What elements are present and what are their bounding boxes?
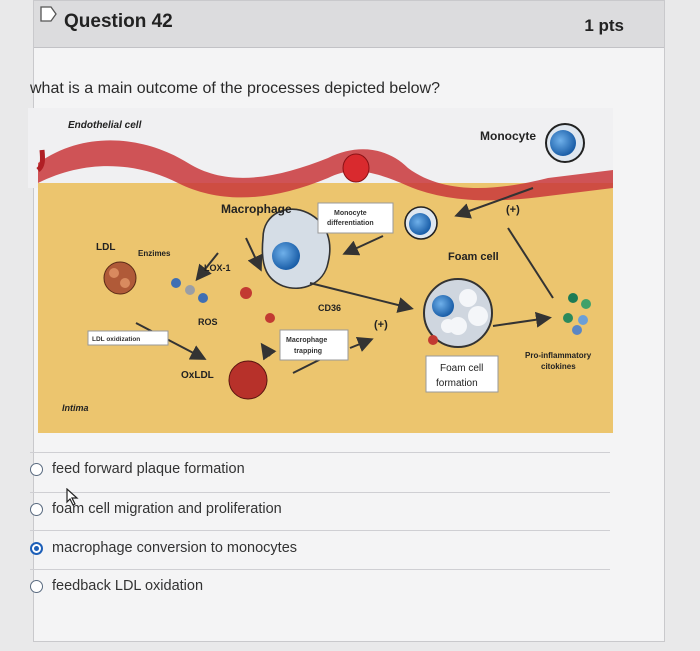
endothelial-layer (38, 140, 613, 201)
monocyte-differentiation-box (317, 202, 394, 234)
divider (30, 452, 610, 453)
divider (30, 492, 610, 493)
radio-button[interactable] (30, 502, 43, 516)
plus-top-label: (+) (506, 204, 520, 216)
radio-button[interactable] (30, 579, 43, 593)
oxldl-cluster (228, 360, 268, 400)
radio-button[interactable] (30, 462, 43, 476)
question-points: 1 pts (584, 16, 624, 35)
ldl-label: LDL (96, 242, 115, 253)
ldl-oxidization-box (87, 330, 169, 346)
question-header: Question 42 1 pts (34, 1, 664, 48)
answer-option-3[interactable]: macrophage conversion to monocytes (30, 535, 297, 561)
macrophage-label: Macrophage (221, 202, 292, 216)
cd36-label: CD36 (318, 303, 341, 313)
answer-label: feedback LDL oxidation (52, 578, 204, 594)
answer-label: macrophage conversion to monocytes (52, 540, 298, 556)
atherosclerosis-figure: Endothelial cell Monocyte Macrophage Mon… (28, 108, 613, 433)
lox1-label: LOX-1 (204, 263, 231, 273)
ros-label: ROS (198, 317, 218, 327)
foam-cell-label: Foam cell (448, 251, 499, 263)
answer-option-4[interactable]: feedback LDL oxidation (30, 573, 203, 599)
question-title: Question 42 (64, 11, 173, 32)
ldl-cluster (103, 261, 137, 295)
answer-label: feed forward plaque formation (52, 461, 245, 477)
flag-icon[interactable] (40, 6, 58, 22)
oxldl-particle (240, 287, 252, 299)
answer-option-1[interactable]: feed forward plaque formation (30, 456, 245, 482)
ldl-oxidization-label: LDL oxidization (92, 336, 140, 343)
enzimes-label: Enzimes (138, 249, 171, 258)
divider (30, 530, 610, 531)
answer-label: foam cell migration and proliferation (52, 501, 282, 517)
monocyte-nucleus (550, 130, 576, 156)
question-prompt: what is a main outcome of the processes … (30, 80, 441, 97)
macrophage-trapping-box (279, 329, 349, 361)
oxldl-label: OxLDL (181, 370, 214, 381)
red-blood-cell (342, 153, 370, 183)
divider (30, 569, 610, 570)
radio-button-selected[interactable] (30, 541, 43, 555)
intima-label: Intima (62, 403, 89, 413)
enzyme-dot (171, 278, 181, 288)
answer-option-2[interactable]: foam cell migration and proliferation (30, 496, 282, 522)
plus-mid-label: (+) (374, 319, 388, 331)
endothelial-cell-label: Endothelial cell (68, 120, 142, 131)
mouse-cursor-icon (66, 488, 79, 506)
monocyte-label: Monocyte (480, 129, 536, 143)
foam-cell-formation-box (425, 355, 499, 393)
cytokine-dot (568, 293, 578, 303)
